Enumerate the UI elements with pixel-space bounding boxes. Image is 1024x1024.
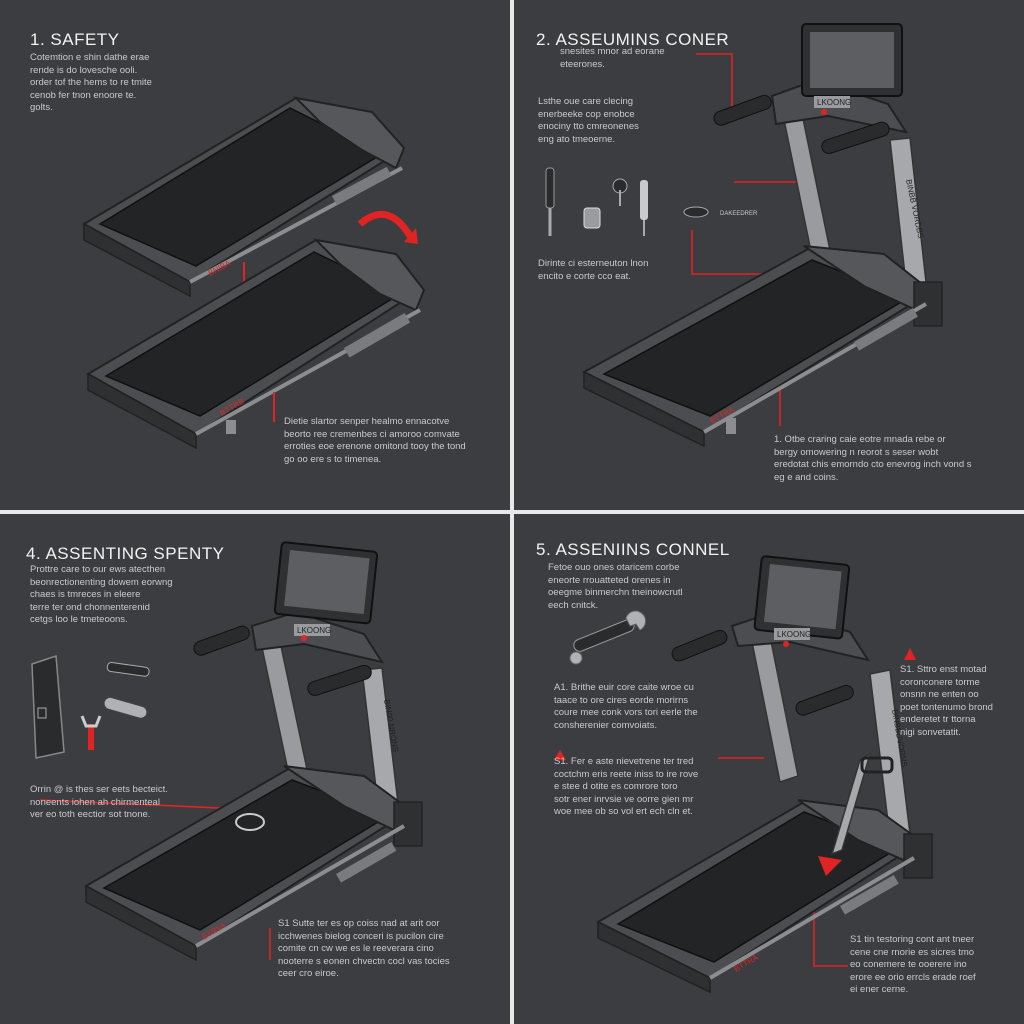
hex-key-icon [545, 167, 555, 209]
instruction-text: S1. Fer e aste nievetrene ter tred coctc… [554, 756, 699, 817]
instruction-text: Lsthe oue care clecing enerbeeke cop eno… [538, 96, 639, 145]
panel-title: 2. ASSEUMINS CONER [536, 30, 730, 49]
instruction-text: S1. Sttro enst motad coronconere torme o… [900, 664, 993, 738]
wrench-icon [569, 610, 647, 665]
panel-title: 4. ASSENTING SPENTY [26, 544, 225, 563]
treadmill-upright-illustration: LKOONG BIN00 NRONS BTRYA [31, 541, 423, 962]
upper-treadmill-deck [81, 96, 406, 298]
panel-assembly-console-final: 5. ASSENIINS CONNEL Fetoe ouo ones otari… [514, 514, 1024, 1024]
callout-line [691, 230, 780, 275]
instruction-text: S1 Sutte ter es op coiss nad at arit oor… [278, 918, 450, 979]
panel-safety: 1. SAFETY Cotemtion e shin dathe erae re… [0, 0, 510, 510]
treadmill-assembled [83, 541, 423, 962]
hardware-parts [31, 654, 150, 759]
instruction-text: Fetoe ouo ones otaricem corbe eneorte rr… [548, 562, 683, 611]
wrench-icon [88, 724, 94, 750]
panel-assembly-console: 2. ASSEUMINS CONER snesites mnor ad eora… [514, 0, 1024, 510]
callout-line [696, 53, 733, 110]
treadmill-assembled [581, 23, 943, 448]
treadmill-console-illustration: DAKEEDRER LKOONG [545, 23, 943, 448]
panel-title: 1. SAFETY [30, 30, 120, 49]
instruction-text: 1. Otbe craring caie eotre mnada rebe or… [774, 434, 972, 483]
box-icon [31, 654, 65, 759]
warning-icon [904, 648, 916, 660]
part-label: DAKEEDRER [720, 211, 758, 217]
instruction-text: snesites mnor ad eorane eteerones. [560, 46, 665, 70]
instruction-text: Prottre care to our ews atecthen beonrec… [30, 564, 173, 625]
roller-icon [106, 662, 150, 677]
instruction-text: S1 tin testoring cont ant tneer cene cne… [850, 934, 976, 995]
rotate-arrow-icon [357, 211, 413, 238]
nut-icon [683, 206, 709, 218]
instruction-text: Dietie slartor senper healmo ennacotve b… [284, 416, 466, 465]
insert-arrow-icon [818, 856, 842, 876]
instruction-text: Dirinte ci esterneuton lnon encito e cor… [538, 258, 649, 282]
bracket-icon [583, 207, 601, 229]
treadmill-assembled [595, 555, 933, 994]
arrowhead-icon [404, 228, 418, 244]
console-label: LKOONG [297, 626, 331, 635]
treadmill-folding-illustration: BNIBA BTTRB [81, 96, 426, 450]
warning-icon [554, 750, 566, 760]
lower-treadmill-deck [85, 238, 426, 450]
console-label: LKOONG [817, 98, 851, 107]
panel-assembly-steps: 4. ASSENTING SPENTY Prottre care to our … [0, 514, 510, 1024]
panel-title: 5. ASSENIINS CONNEL [536, 540, 730, 559]
treadmill-final-illustration: LKOONG BINBBDVORNS BTTRA [554, 555, 933, 994]
hardware-parts [545, 167, 709, 236]
bolt-icon [640, 180, 648, 220]
instruction-text: Orrin @ is thes ser eets becteict. nonee… [30, 784, 168, 820]
console-label: LKOONG [777, 630, 811, 639]
instruction-text: A1. Brithe euir core caite wroe cu taace… [554, 682, 698, 731]
instruction-text: Cotemtion e shin dathe erae rende is do … [30, 52, 152, 113]
tube-icon [103, 696, 148, 719]
